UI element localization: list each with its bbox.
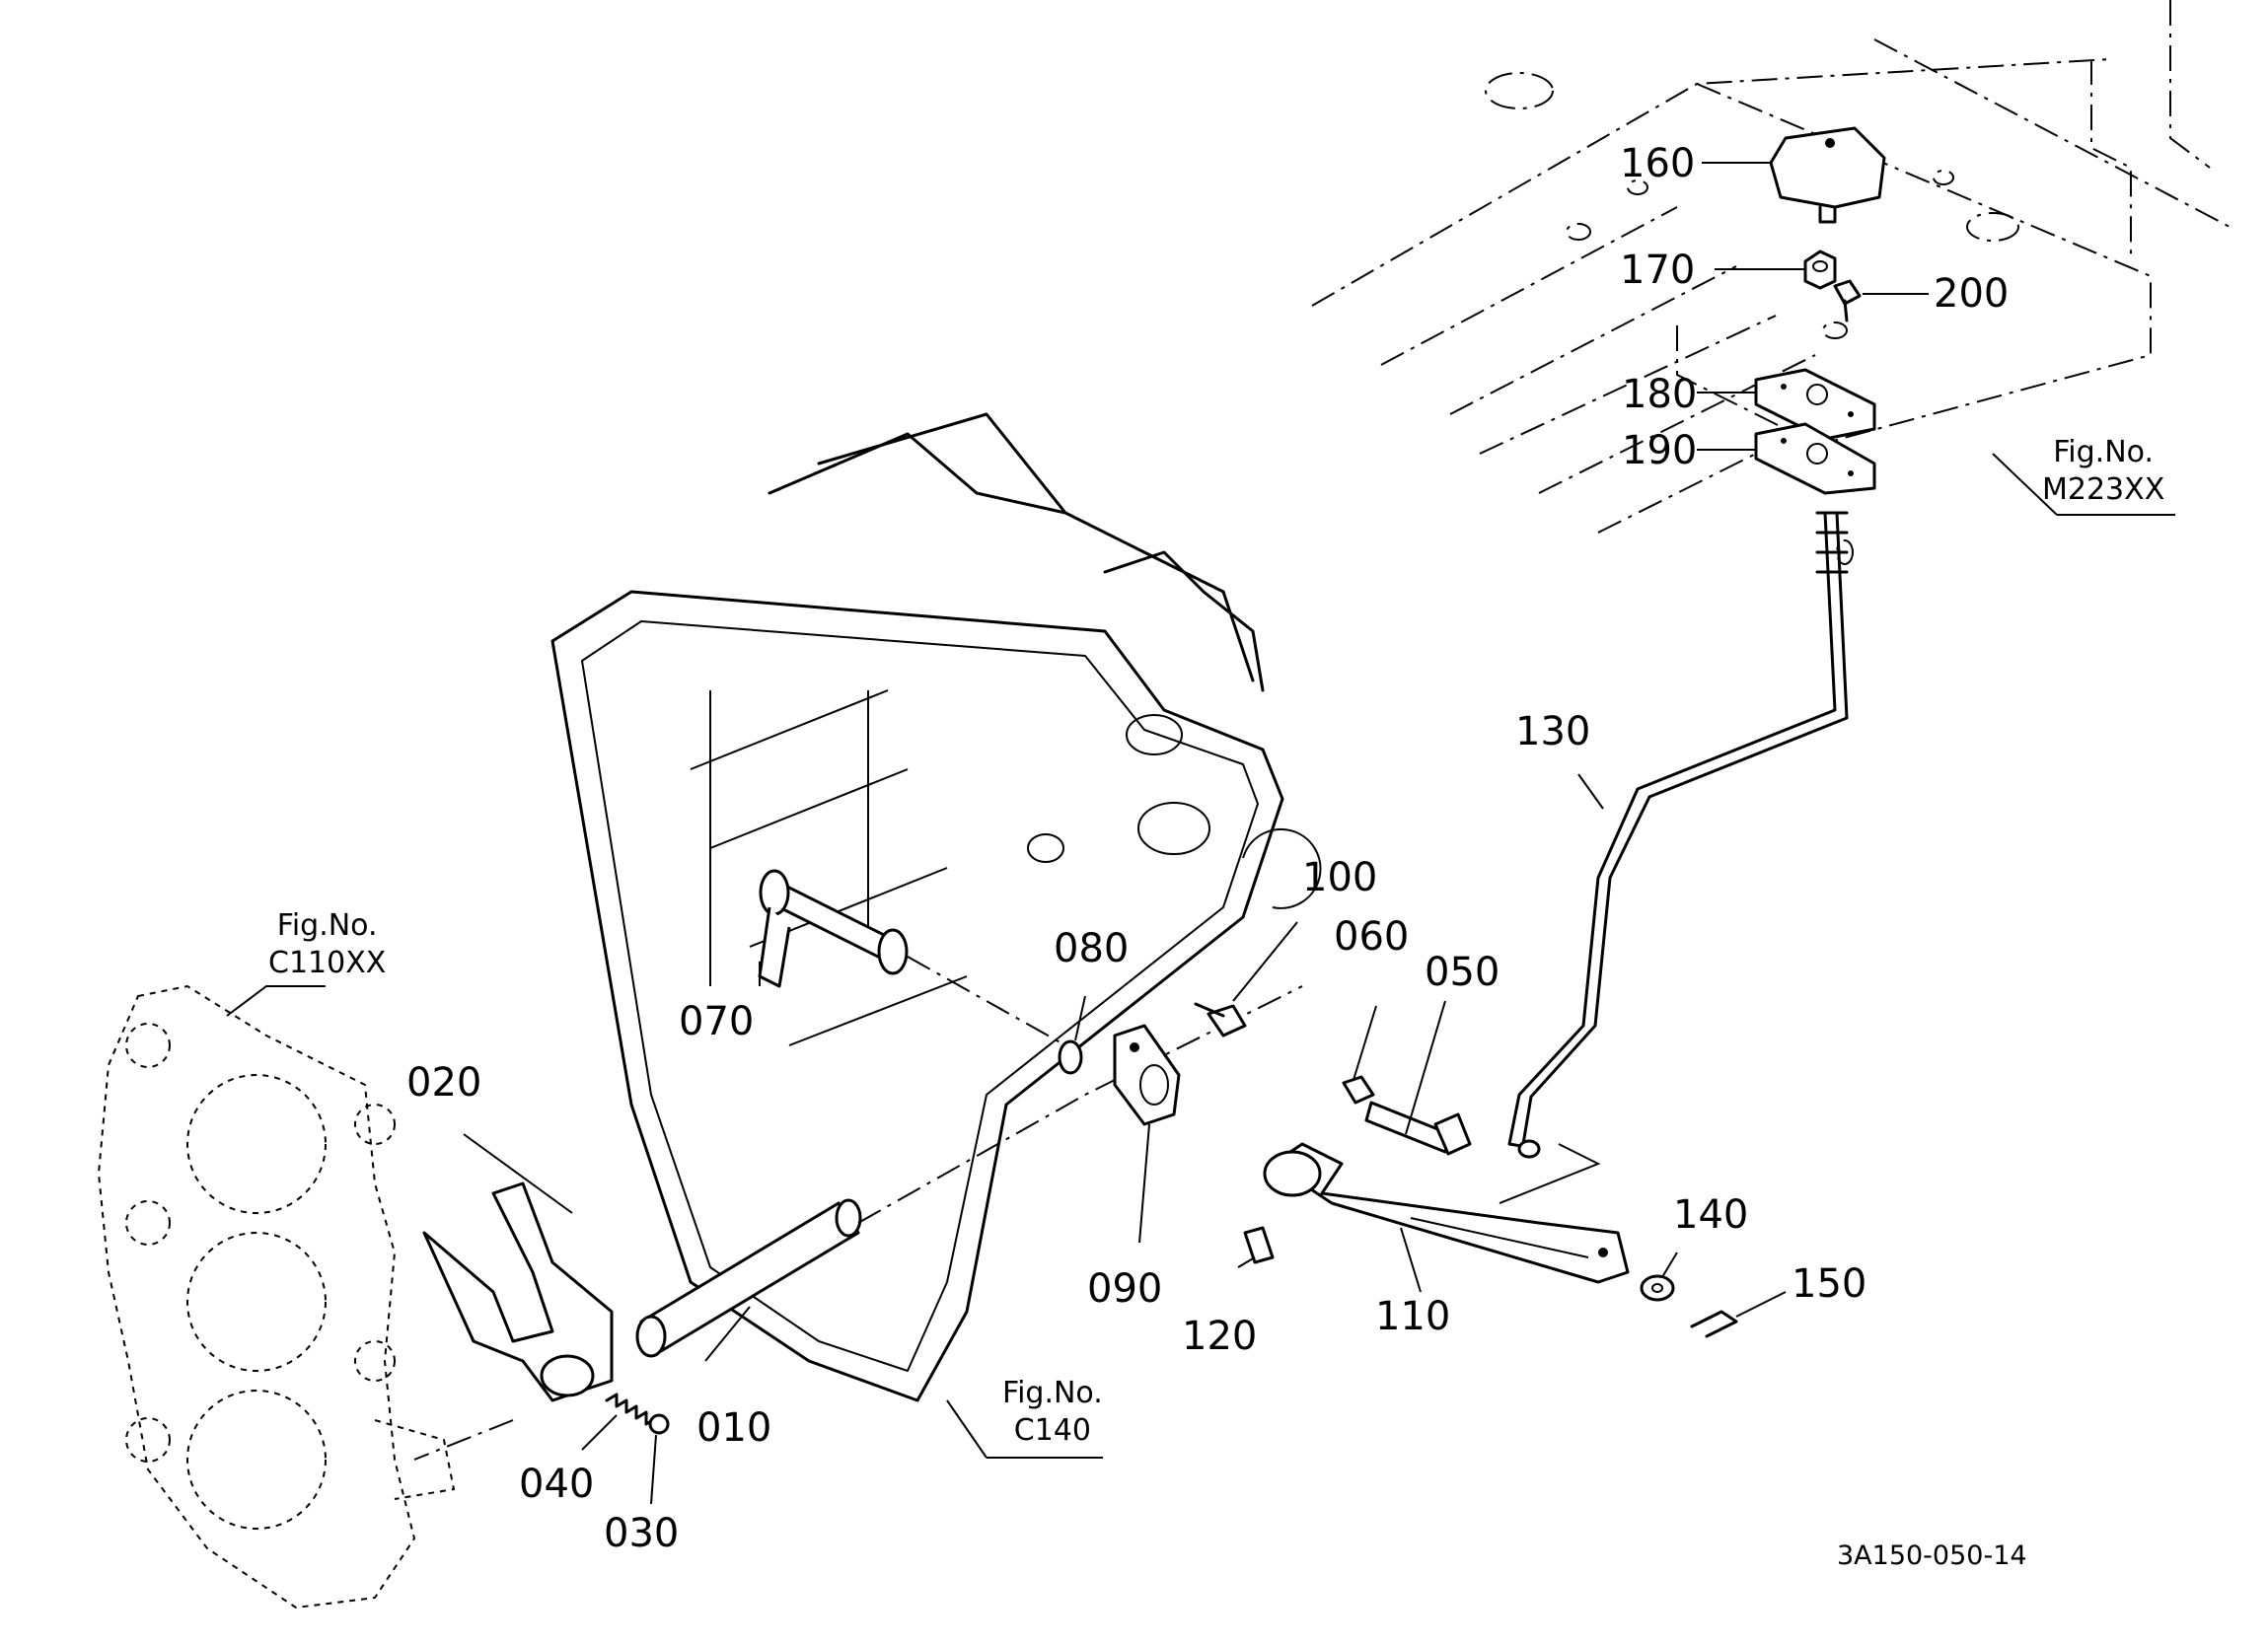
- cotter-pin-150: [1690, 1310, 1738, 1338]
- part-label-080: 080: [1054, 926, 1130, 971]
- bolt-100: [1194, 1002, 1247, 1038]
- pin-120: [1243, 1226, 1275, 1264]
- spring-040: [605, 1393, 658, 1426]
- nut-170: [1803, 250, 1837, 290]
- plate-190: [1754, 422, 1876, 495]
- part-label-090: 090: [1087, 1266, 1163, 1312]
- bolt-050: [1364, 1101, 1472, 1156]
- fig-ref-code: C110XX: [268, 945, 387, 980]
- part-label-180: 180: [1622, 372, 1698, 417]
- rod-130: [1499, 511, 1849, 1204]
- part-label-130: 130: [1515, 709, 1591, 754]
- part-label-140: 140: [1673, 1192, 1749, 1238]
- part-label-060: 060: [1334, 914, 1410, 960]
- fig-ref-code: C140: [1013, 1412, 1091, 1448]
- o-ring-080: [1058, 1039, 1083, 1075]
- bolt-200: [1833, 279, 1862, 322]
- fig-ref-label: Fig.No.: [1002, 1376, 1103, 1410]
- fig-ref-c140: Fig.No. C140: [1002, 1375, 1103, 1449]
- washer-140: [1640, 1274, 1675, 1302]
- part-label-020: 020: [406, 1060, 482, 1106]
- part-label-030: 030: [604, 1511, 680, 1556]
- part-label-040: 040: [519, 1462, 595, 1507]
- part-label-110: 110: [1375, 1294, 1451, 1339]
- nut-060: [1342, 1075, 1375, 1105]
- shift-fork-020: [413, 1181, 614, 1461]
- lever-110: [1263, 1142, 1630, 1284]
- fig-ref-label: Fig.No.: [276, 908, 378, 943]
- plate-180: [1754, 368, 1876, 441]
- part-label-200: 200: [1934, 271, 2010, 317]
- ball-030: [648, 1413, 670, 1435]
- part-label-150: 150: [1792, 1261, 1867, 1307]
- fig-ref-c110xx: Fig.No. C110XX: [268, 907, 386, 981]
- fig-ref-code: M223XX: [2042, 471, 2165, 507]
- fig-ref-m223xx: Fig.No. M223XX: [2042, 434, 2164, 508]
- knob-160: [1769, 126, 1886, 224]
- plate-090: [1113, 1024, 1181, 1126]
- part-label-100: 100: [1302, 855, 1378, 900]
- part-label-160: 160: [1620, 141, 1696, 186]
- part-label-170: 170: [1620, 248, 1696, 293]
- part-label-190: 190: [1622, 428, 1698, 473]
- rear-cover: [97, 984, 456, 1610]
- drawing-code: 3A150-050-14: [1837, 1540, 2027, 1571]
- lever-070: [758, 869, 1066, 1046]
- part-label-010: 010: [696, 1405, 772, 1451]
- part-label-050: 050: [1425, 950, 1500, 995]
- part-label-120: 120: [1182, 1314, 1258, 1359]
- fig-ref-label: Fig.No.: [2053, 435, 2155, 469]
- transmission-housing: [550, 412, 1322, 1402]
- part-label-070: 070: [679, 999, 755, 1044]
- leader-lines: [226, 162, 2175, 1505]
- shift-shaft-010: [635, 985, 1303, 1358]
